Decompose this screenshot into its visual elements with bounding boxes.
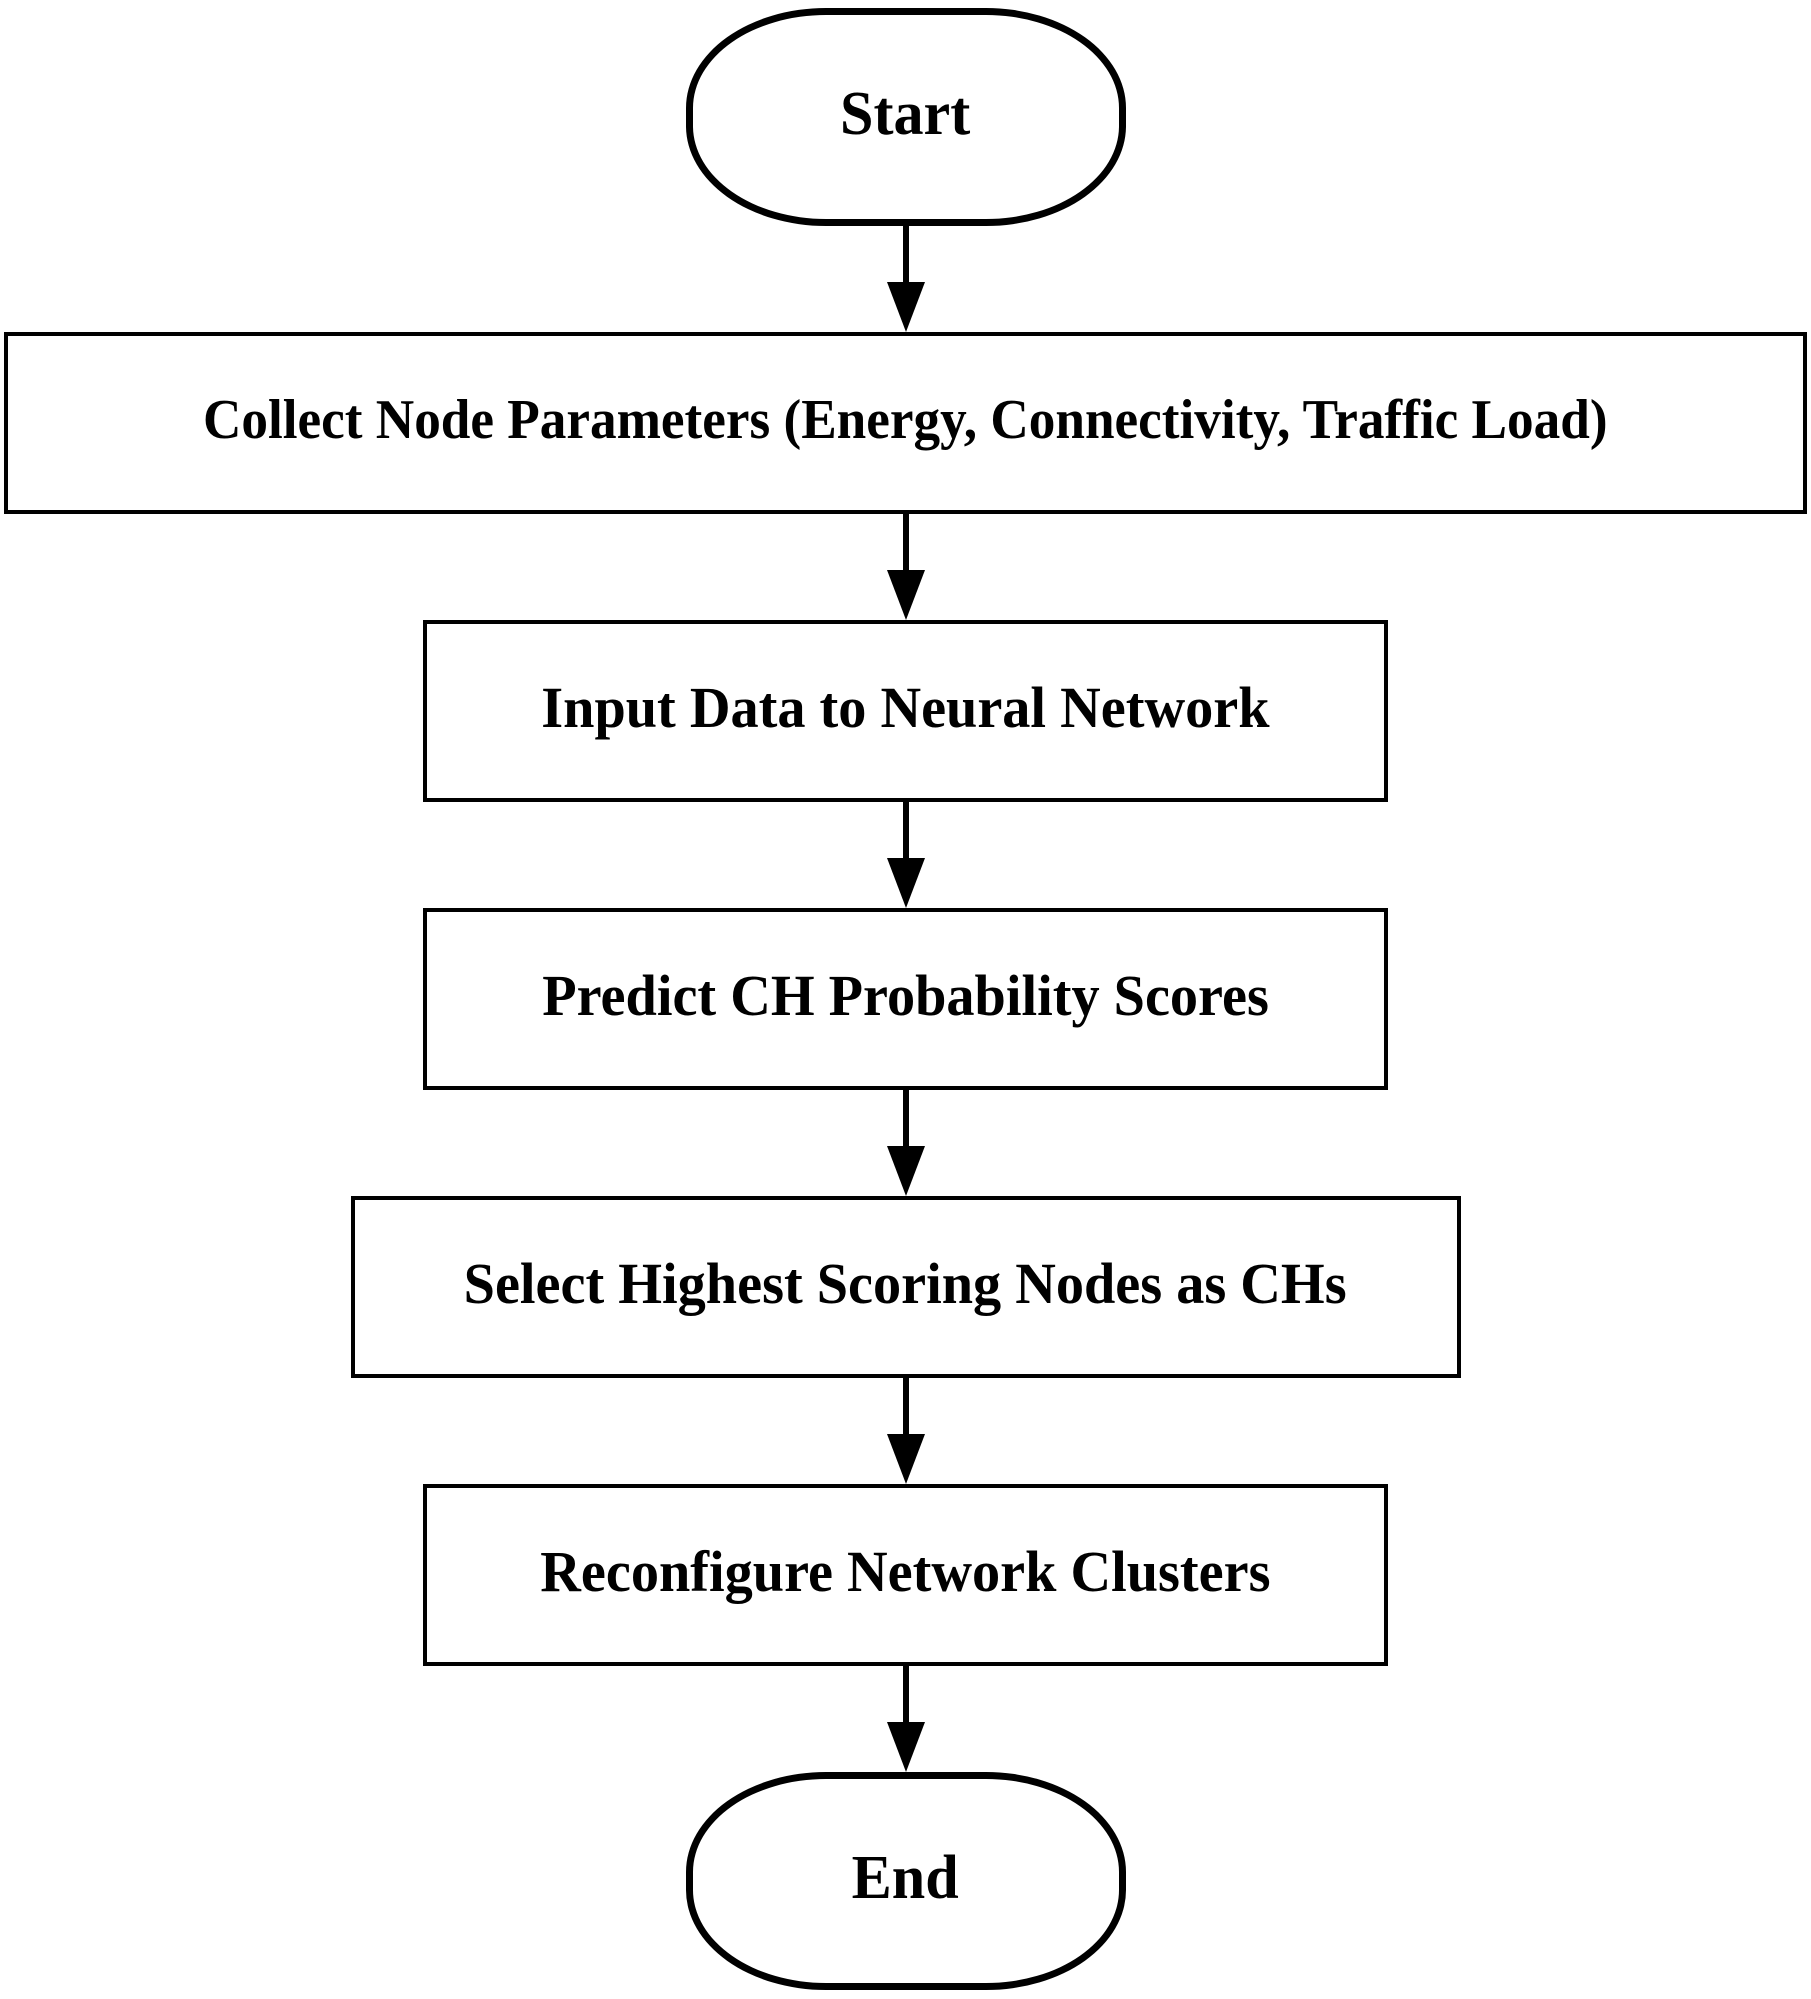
node-start-label: Start (840, 80, 971, 148)
flow-arrow-3 (886, 802, 925, 908)
node-input-label: Input Data to Neural Network (541, 675, 1270, 740)
arrow-down-icon (886, 1146, 925, 1196)
node-start: Start (685, 8, 1126, 226)
arrow-stem (902, 1666, 909, 1722)
node-select-highest-scoring-nodes: Select Highest Scoring Nodes as CHs (350, 1196, 1461, 1378)
flow-arrow-4 (886, 1090, 925, 1196)
arrow-stem (902, 514, 909, 570)
arrow-stem (902, 1378, 909, 1434)
arrow-stem (902, 226, 909, 282)
arrow-down-icon (886, 282, 925, 332)
flow-arrow-2 (886, 514, 925, 620)
arrow-down-icon (886, 570, 925, 620)
node-collect-node-parameters: Collect Node Parameters (Energy, Connect… (4, 332, 1807, 514)
node-reconfigure-label: Reconfigure Network Clusters (540, 1539, 1271, 1604)
node-end: End (685, 1772, 1126, 1990)
arrow-stem (902, 1090, 909, 1146)
flow-arrow-6 (886, 1666, 925, 1772)
node-predict-ch-probability-scores: Predict CH Probability Scores (423, 908, 1388, 1090)
node-reconfigure-network-clusters: Reconfigure Network Clusters (423, 1484, 1388, 1666)
arrow-stem (902, 802, 909, 858)
flow-arrow-5 (886, 1378, 925, 1484)
node-predict-label: Predict CH Probability Scores (542, 963, 1269, 1028)
node-end-label: End (851, 1844, 960, 1912)
flow-arrow-1 (886, 226, 925, 332)
arrow-down-icon (886, 1434, 925, 1484)
arrow-down-icon (886, 1722, 925, 1772)
node-select-label: Select Highest Scoring Nodes as CHs (464, 1251, 1347, 1316)
node-collect-label: Collect Node Parameters (Energy, Connect… (203, 389, 1608, 451)
node-input-data-to-neural-network: Input Data to Neural Network (423, 620, 1388, 802)
arrow-down-icon (886, 858, 925, 908)
